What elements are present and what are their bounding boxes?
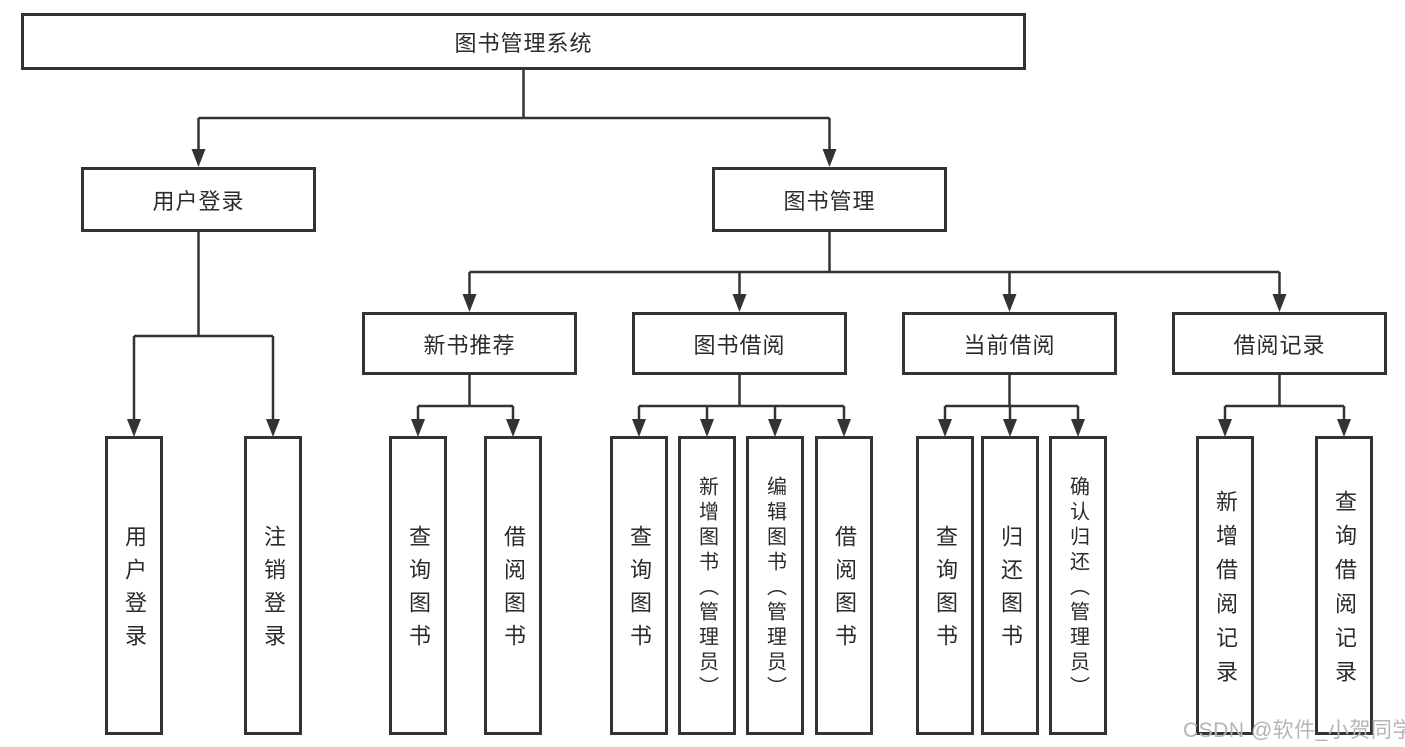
node-book-management: 图书管理 [712,167,947,232]
node-borrow-records: 借阅记录 [1172,312,1387,375]
node-library-management-system: 图书管理系统 [21,13,1026,70]
leaf-query-borrow-record: 查询借阅记录 [1315,436,1373,735]
node-new-book-recommend: 新书推荐 [362,312,577,375]
leaf-add-books-admin: 新增图书（管理员） [678,436,736,735]
leaf-edit-books-admin: 编辑图书（管理员） [746,436,804,735]
leaf-confirm-return-admin: 确认归还（管理员） [1049,436,1107,735]
node-current-borrow: 当前借阅 [902,312,1117,375]
leaf-logout: 注销登录 [244,436,302,735]
leaf-query-books: 查询图书 [389,436,447,735]
watermark: CSDN @软件_小贺同学 [1183,719,1405,742]
node-user-login: 用户登录 [81,167,316,232]
leaf-borrow-books: 借阅图书 [815,436,873,735]
leaf-user-login: 用户登录 [105,436,163,735]
node-book-borrow: 图书借阅 [632,312,847,375]
leaf-query-books: 查询图书 [610,436,668,735]
leaf-borrow-books: 借阅图书 [484,436,542,735]
leaf-add-borrow-record: 新增借阅记录 [1196,436,1254,735]
leaf-query-books: 查询图书 [916,436,974,735]
leaf-return-books: 归还图书 [981,436,1039,735]
